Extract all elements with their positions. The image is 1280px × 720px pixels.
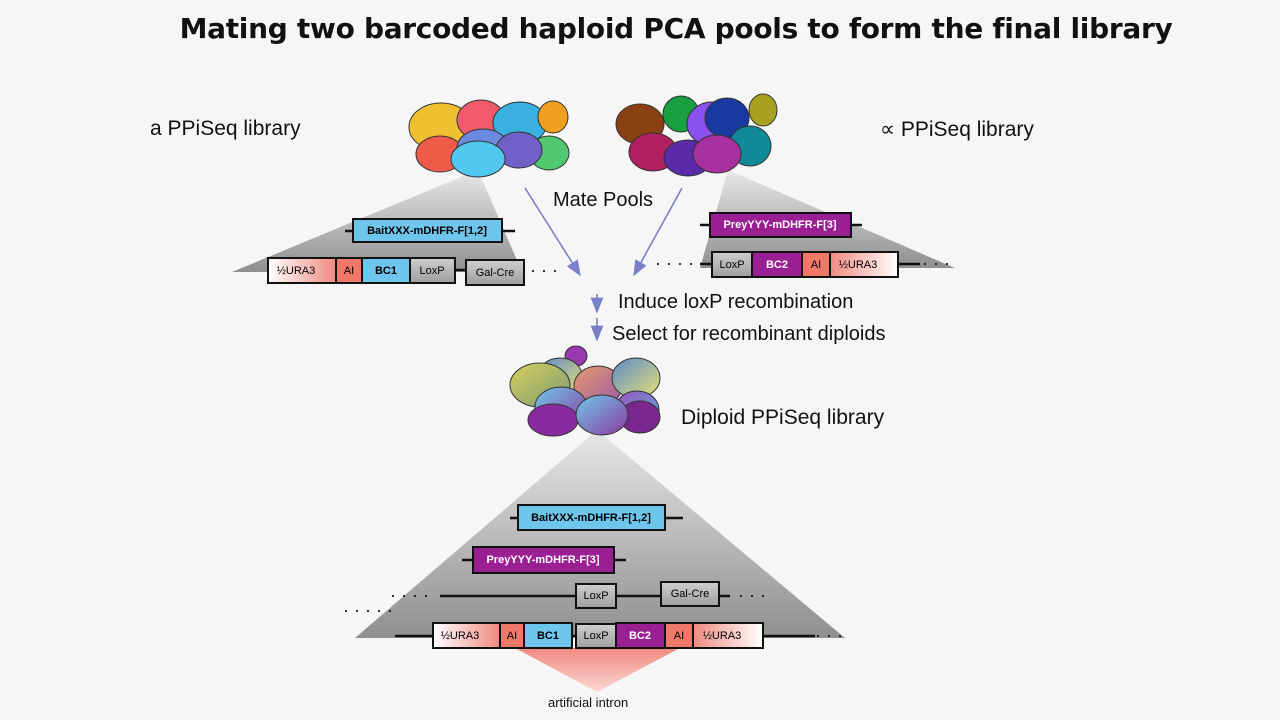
loxp-box [575,623,617,649]
svg-text:· · ·: · · · [815,625,843,645]
a-cell-cluster [232,99,570,272]
diploid-zoom-wedge [355,430,845,638]
bc1-label: BC1 [537,630,559,642]
bait-box [517,504,666,531]
mate-arrow-left [524,187,581,277]
galcre-box [465,259,525,286]
ura3-box [829,251,899,278]
svg-text:· · · · ·: · · · · · [343,600,393,620]
loxp-label: LoxP [419,265,444,277]
galcre-box [660,581,720,607]
prey-box [472,546,615,574]
loxp-box [409,257,456,284]
loxp-box [711,251,753,278]
svg-text:· · ·: · · · [922,253,950,273]
svg-text:· · ·: · · · [530,260,558,280]
ai-label: AI [674,630,684,642]
a-library-label: a PPiSeq library [150,117,301,140]
prey-label: PreyYYY-mDHFR-F[3] [723,219,836,231]
bc2-label: BC2 [766,259,788,271]
galcre-label: Gal-Cre [671,588,710,600]
diploid-cell-cluster [355,345,845,638]
galcre-label: Gal-Cre [476,267,515,279]
ura3-label: ½URA3 [839,259,878,271]
ai-box [335,257,363,284]
bc1-box [361,257,411,284]
alpha-cell-cluster [615,93,955,268]
alpha-construct: PreyYYY-mDHFR-F[3] · · · · · · · LoxP BC… [655,212,950,278]
artificial-intron-label: artificial intron [548,695,629,710]
ai-label: AI [344,265,354,277]
alpha-library-label: ∝ PPiSeq library [880,118,1034,141]
loxp-label: LoxP [583,590,608,602]
prey-box [709,212,852,238]
svg-text:· · ·: · · · [738,585,766,605]
mate-pools-label: Mate Pools [553,189,654,211]
loxp-label: LoxP [583,630,608,642]
diploid-library-label: Diploid PPiSeq library [681,406,885,429]
ura3-box [267,257,337,284]
bc1-box [523,622,573,649]
svg-text:· · · ·: · · · · [390,585,429,605]
ai-label: AI [811,259,821,271]
select-label: Select for recombinant diploids [612,323,886,345]
intron-wedge [515,648,680,692]
ura3-label: ½URA3 [277,265,316,277]
ai-box [664,622,694,649]
bait-box [352,218,503,243]
a-construct: BaitXXX-mDHFR-F[1,2] · · · ½URA3 AI BC1 … [267,218,558,286]
ai-box [801,251,831,278]
loxp-label: LoxP [719,259,744,271]
induce-label: Induce loxP recombination [618,291,854,313]
loxp-box [575,583,617,609]
bait-label: BaitXXX-mDHFR-F[1,2] [531,512,651,524]
prey-label: PreyYYY-mDHFR-F[3] [486,554,599,566]
svg-text:· · · ·: · · · · [655,253,694,273]
ai-label: AI [507,630,517,642]
bait-label: BaitXXX-mDHFR-F[1,2] [367,225,487,237]
slide-title: Mating two barcoded haploid PCA pools to… [179,12,1173,45]
mate-arrow-right [633,187,683,277]
ura3-box [692,622,764,649]
bc2-label: BC2 [629,630,651,642]
ura3-label: ½URA3 [441,630,480,642]
diploid-construct: BaitXXX-mDHFR-F[1,2] PreyYYY-mDHFR-F[3] … [343,504,843,649]
bc1-label: BC1 [375,265,397,277]
ura3-label: ½URA3 [703,630,742,642]
